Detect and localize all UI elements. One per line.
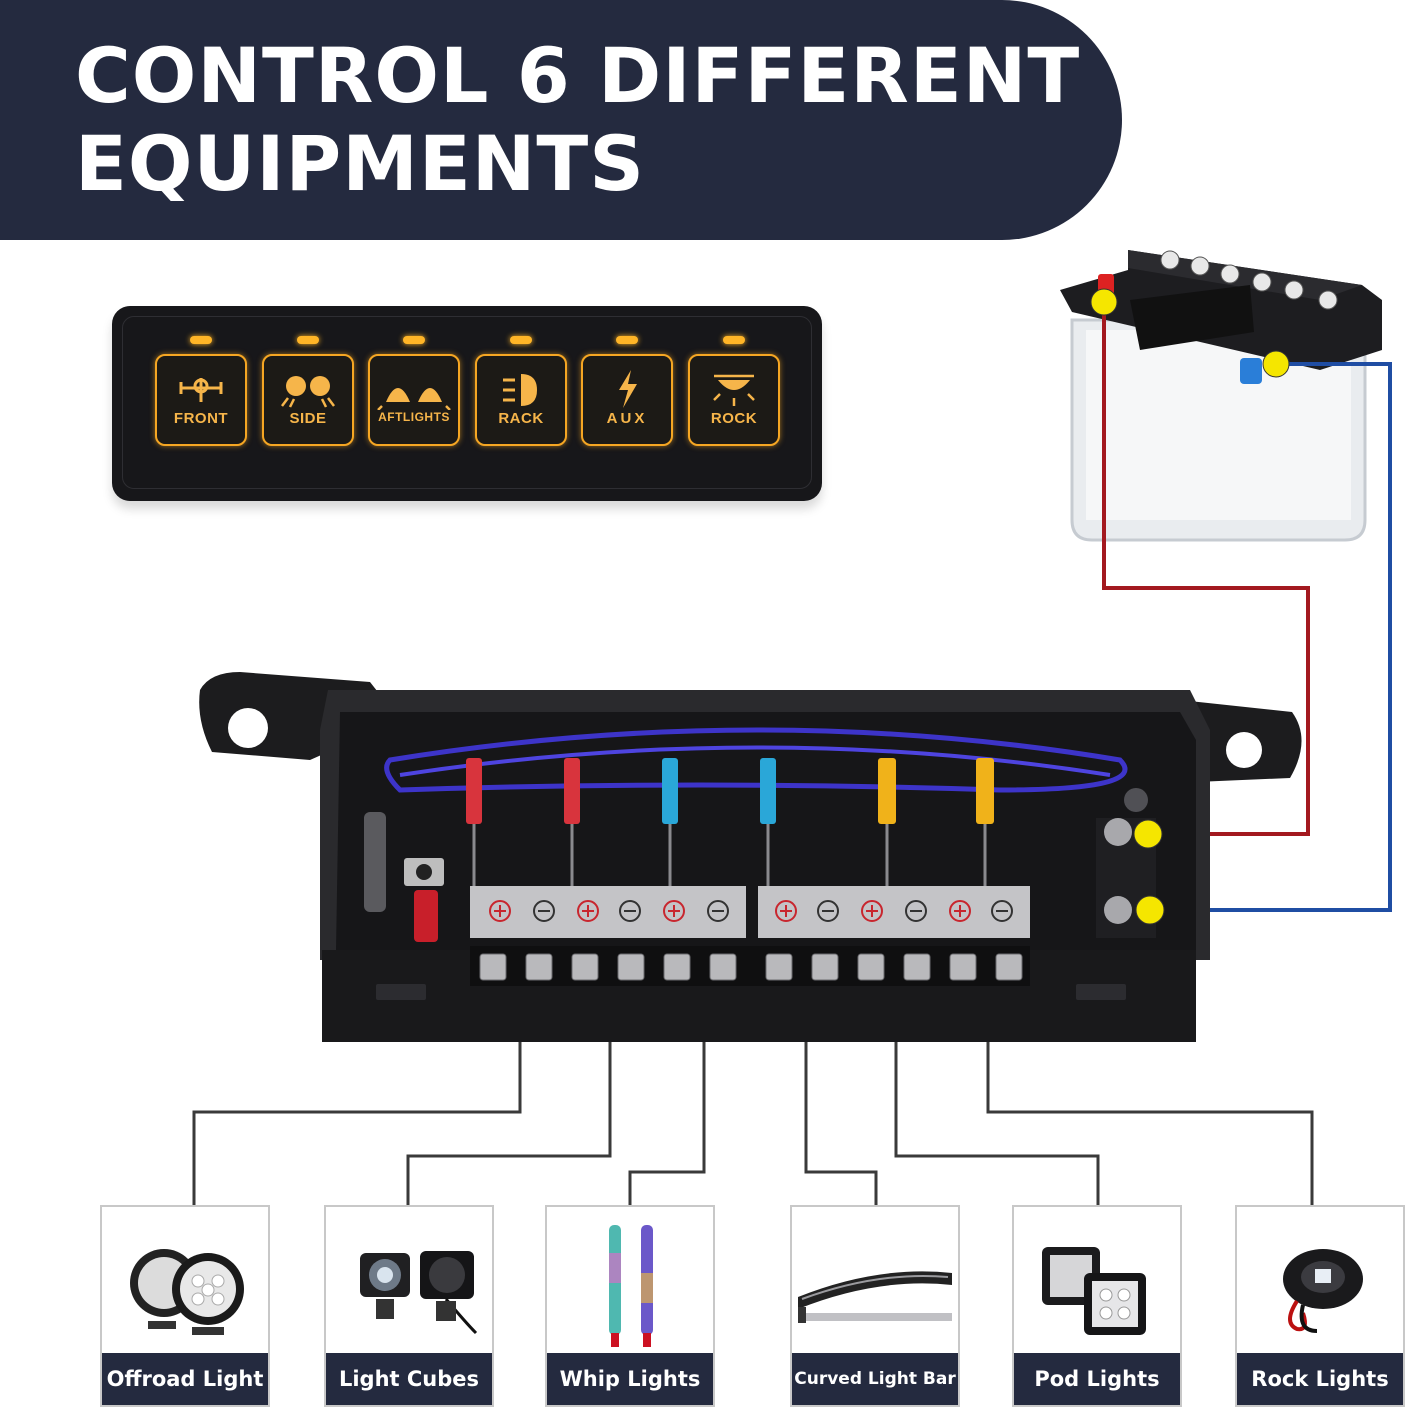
fuse-row xyxy=(364,758,994,942)
equipment-card-offroad-light: Offroad Light xyxy=(100,1205,270,1407)
switch-panel-bezel xyxy=(122,316,812,489)
light-cubes-image xyxy=(360,1251,478,1335)
switch-label: SIDE xyxy=(289,410,327,427)
equipment-label: Light Cubes xyxy=(326,1353,492,1405)
switch-label: RACK xyxy=(498,410,544,427)
connection-points xyxy=(1090,288,1290,925)
switch-label: AUX xyxy=(606,410,648,427)
switch-label: ROCK xyxy=(710,410,758,427)
switch-label: AFTLIGHTS xyxy=(378,410,450,424)
switch-label: FRONT xyxy=(173,410,229,427)
led-indicator xyxy=(616,336,638,344)
whip-lights-image xyxy=(609,1225,653,1347)
led-indicator xyxy=(297,336,319,344)
pod-lights-image xyxy=(1042,1247,1146,1335)
offroad-light-image xyxy=(130,1249,244,1335)
switch-aux[interactable]: AUX xyxy=(581,354,673,446)
positive-wire xyxy=(1102,302,1310,836)
switch-side[interactable]: SIDE xyxy=(262,354,354,446)
headlight-icon xyxy=(503,374,537,406)
rock-light-icon xyxy=(713,374,755,406)
equipment-label: Pod Lights xyxy=(1014,1353,1180,1405)
power-wires xyxy=(1102,302,1392,912)
battery-illustration xyxy=(1060,250,1382,542)
equipment-label: Whip Lights xyxy=(547,1353,713,1405)
led-indicator xyxy=(510,336,532,344)
lightning-icon xyxy=(619,370,637,408)
led-indicator xyxy=(723,336,745,344)
output-lines xyxy=(192,1042,1314,1206)
title-line-1: CONTROL 6 DIFFERENT xyxy=(75,31,1081,120)
side-lights-icon xyxy=(281,376,335,408)
equipment-card-light-cubes: Light Cubes xyxy=(324,1205,494,1407)
led-indicator xyxy=(403,336,425,344)
equipment-card-whip-lights: Whip Lights xyxy=(545,1205,715,1407)
equipment-label: Offroad Light xyxy=(102,1353,268,1405)
switch-rack[interactable]: RACK xyxy=(475,354,567,446)
equipment-label: Curved Light Bar xyxy=(792,1353,958,1405)
aft-lights-icon xyxy=(377,388,451,410)
switch-aftlights[interactable]: AFTLIGHTS xyxy=(368,354,460,446)
front-light-icon xyxy=(179,378,223,402)
title-line-2: EQUIPMENTS xyxy=(75,119,645,208)
equipment-label: Rock Lights xyxy=(1237,1353,1403,1405)
relay-box xyxy=(199,672,1302,1042)
header-banner: CONTROL 6 DIFFERENT EQUIPMENTS xyxy=(0,0,1122,240)
equipment-card-pod-lights: Pod Lights xyxy=(1012,1205,1182,1407)
led-indicator xyxy=(190,336,212,344)
rock-lights-image xyxy=(1283,1249,1363,1333)
page-title: CONTROL 6 DIFFERENT EQUIPMENTS xyxy=(75,32,1080,208)
switch-panel: FRONT SIDE AFTLIGHTS xyxy=(112,306,822,501)
equipment-card-rock-lights: Rock Lights xyxy=(1235,1205,1405,1407)
equipment-card-curved-light-bar: Curved Light Bar xyxy=(790,1205,960,1407)
curved-light-bar-image xyxy=(798,1271,952,1323)
switch-rock[interactable]: ROCK xyxy=(688,354,780,446)
switch-front[interactable]: FRONT xyxy=(155,354,247,446)
negative-wire xyxy=(1150,362,1392,912)
